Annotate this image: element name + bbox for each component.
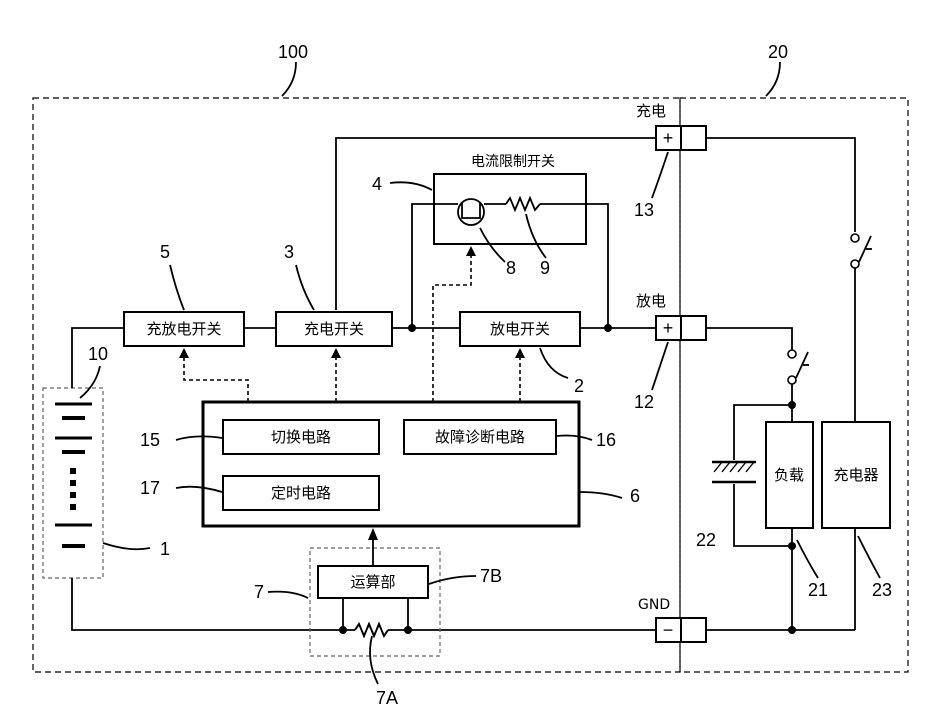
fault-circuit-text: 故障诊断电路 [435,428,525,446]
svg-text:+: + [663,128,674,148]
label-20: 20 [768,42,788,62]
gnd-terminal-text: GND [638,597,670,613]
load-switch [788,350,809,384]
current-limit-box [434,174,586,244]
svg-text:−: − [663,620,674,640]
switching-circuit-text: 切换电路 [271,428,331,446]
current-detector-box [310,548,440,656]
label-6: 6 [630,486,640,506]
label-4: 4 [372,174,382,194]
label-2: 2 [574,376,584,396]
label-7a: 7A [376,688,398,708]
gnd-terminal-socket [681,618,706,642]
load-text: 负载 [774,466,804,484]
chg-dis-switch-text: 充放电开关 [146,320,221,338]
label-3: 3 [284,242,294,262]
battery-cells [55,404,92,546]
label-15: 15 [140,430,160,450]
timer-circuit-text: 定时电路 [271,484,331,502]
battery-ellipsis [70,468,76,510]
label-10: 10 [88,344,108,364]
label-9: 9 [540,258,550,278]
discharge-terminal-text: 放电 [636,292,666,310]
label-5: 5 [160,242,170,262]
label-16: 16 [596,430,616,450]
label-21: 21 [808,580,828,600]
label-100: 100 [278,42,308,62]
charger-switch [851,234,872,268]
discharge-switch-text: 放电开关 [490,320,550,338]
label-1: 1 [160,539,170,559]
svg-text:+: + [663,318,674,338]
charge-terminal-socket [681,126,706,150]
capacitor-symbol [712,462,756,482]
calc-unit-text: 运算部 [350,573,395,591]
label-17: 17 [140,478,160,498]
label-23: 23 [872,580,892,600]
label-13: 13 [634,200,654,220]
charge-terminal-text: 充电 [636,102,666,120]
label-7b: 7B [480,566,502,586]
label-7: 7 [254,582,264,602]
current-limit-title: 电流限制开关 [471,154,555,170]
label-22: 22 [696,530,716,550]
charge-switch-text: 充电开关 [304,320,364,338]
label-8: 8 [506,258,516,278]
charger-text: 充电器 [833,466,878,484]
discharge-terminal-socket [681,316,706,340]
label-12: 12 [634,392,654,412]
calc-arrowhead [368,528,378,540]
resistor-symbol [506,198,540,210]
